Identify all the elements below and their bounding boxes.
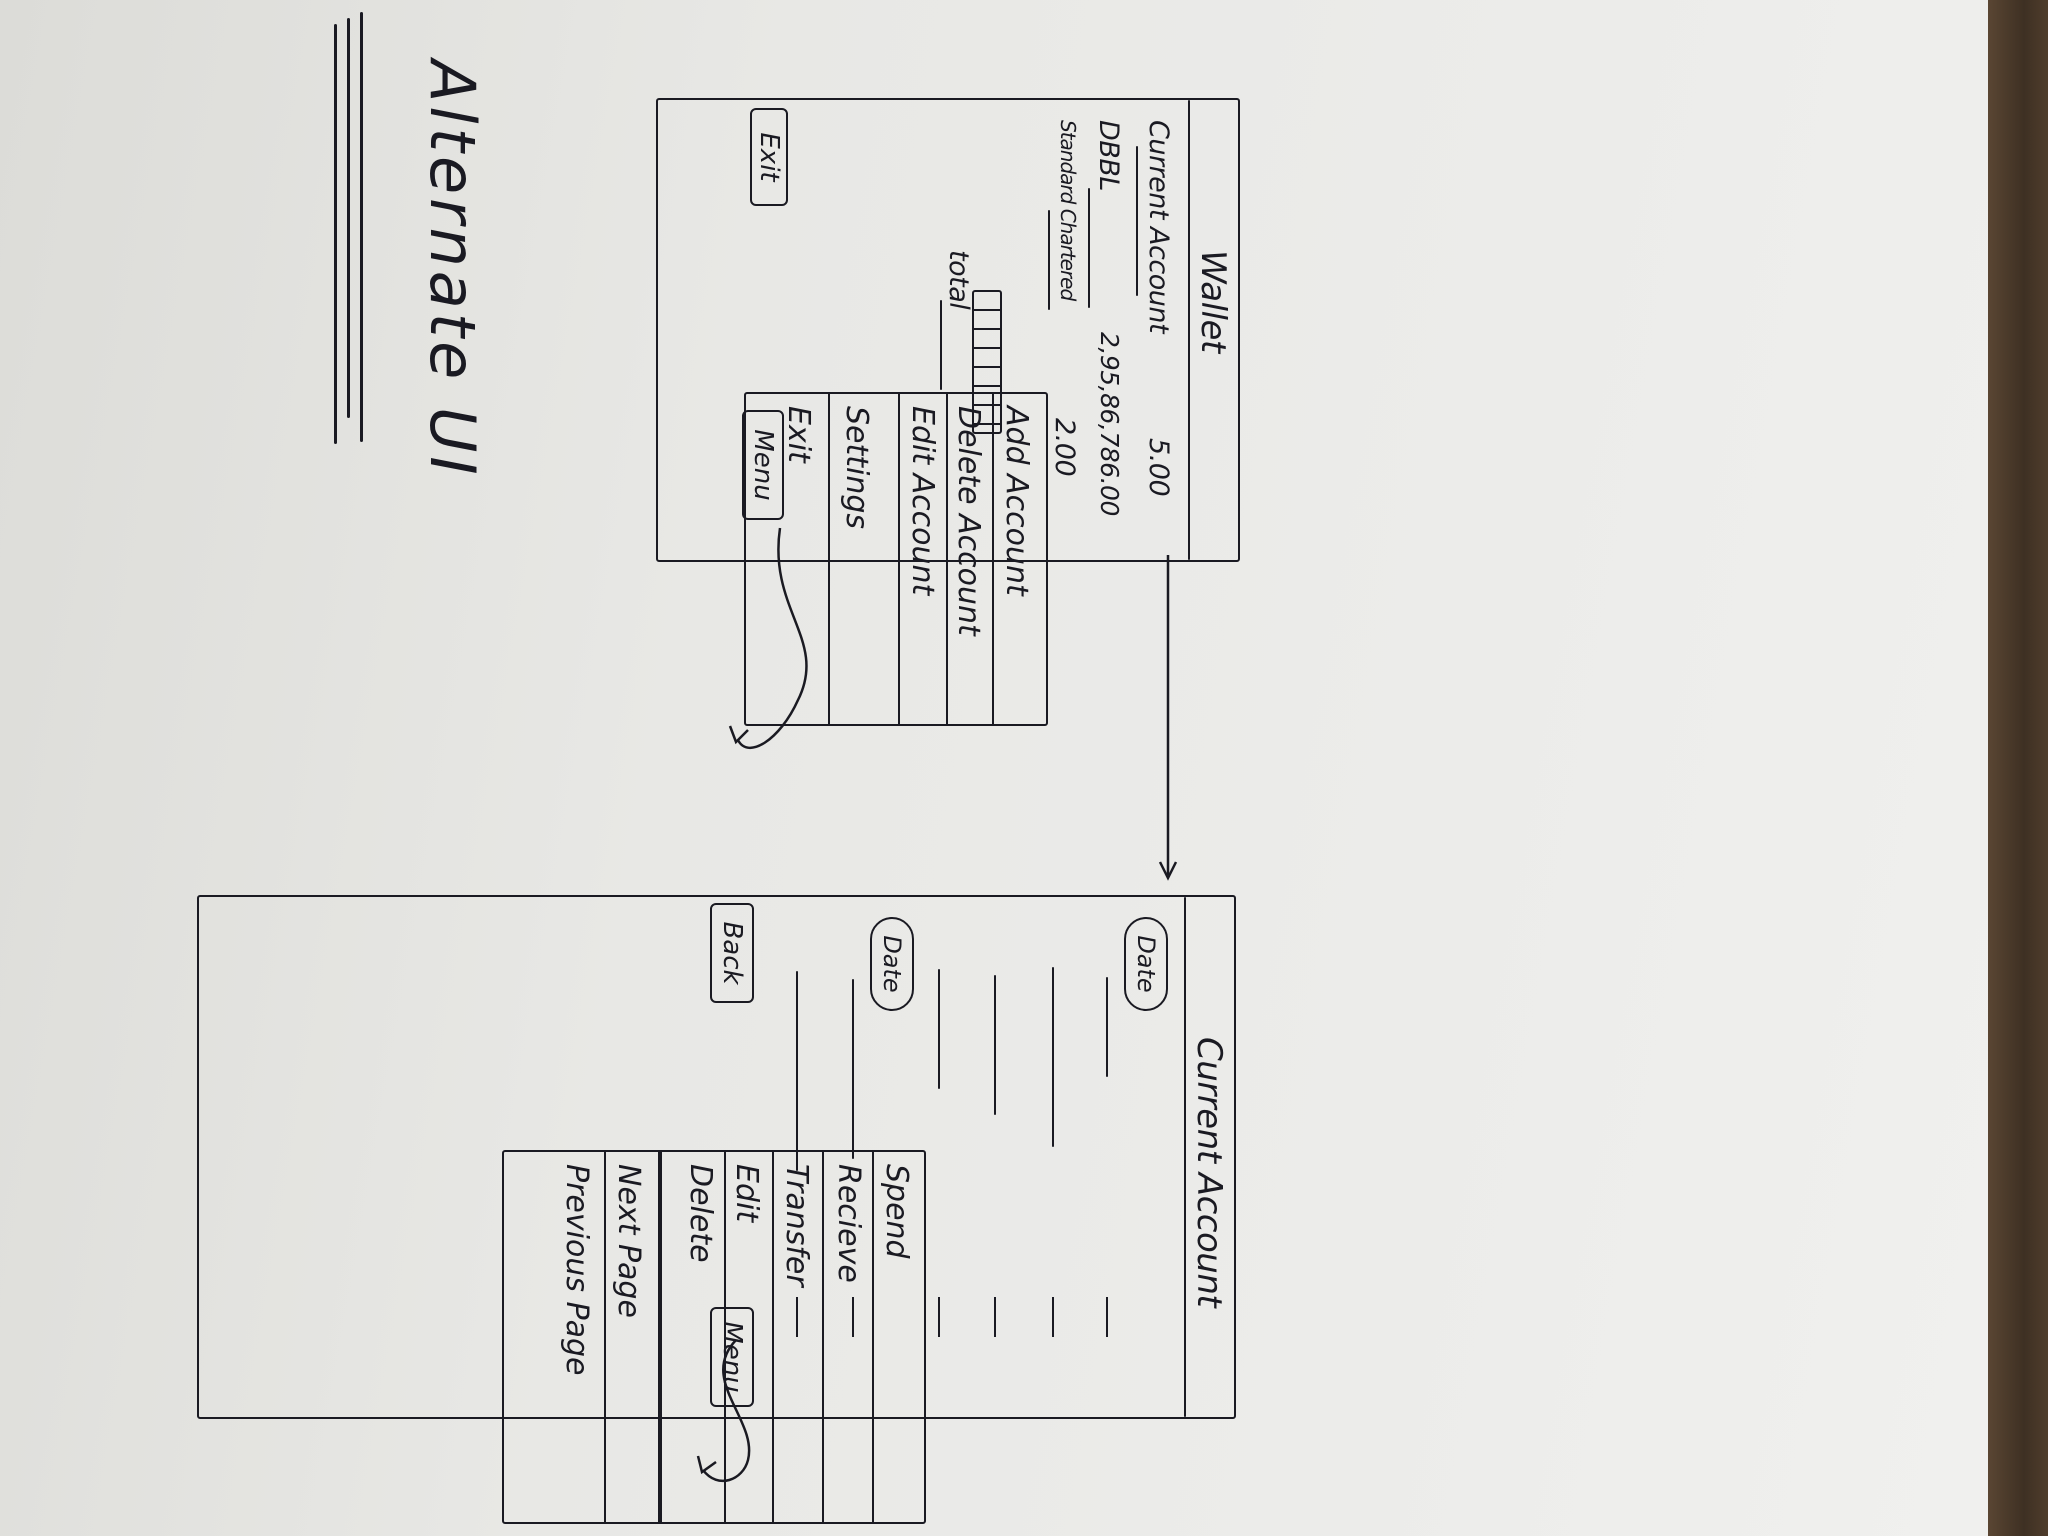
paper-sheet bbox=[0, 0, 1995, 1536]
menu-connector-curve bbox=[702, 1339, 751, 1482]
table-surface bbox=[1988, 0, 2048, 1536]
menu-arrow-icon bbox=[728, 725, 749, 745]
menu-connector-curve bbox=[736, 527, 808, 750]
navigation-arrow-icon bbox=[1158, 861, 1178, 881]
menu-arrow-icon bbox=[696, 1455, 717, 1475]
